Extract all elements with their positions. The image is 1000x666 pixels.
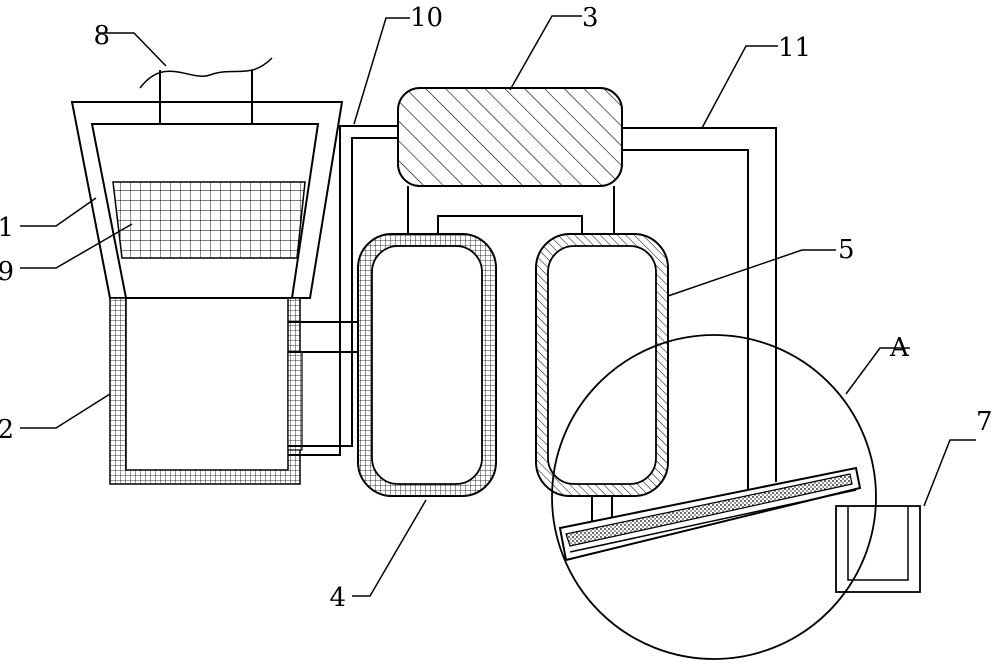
label-7: 7 <box>976 407 993 437</box>
pipe-10 <box>288 125 398 456</box>
tank-5-outlet <box>591 496 613 524</box>
label-5: 5 <box>838 235 855 265</box>
label-1: 1 <box>0 213 14 243</box>
collection-container <box>835 505 921 593</box>
label-2: 2 <box>0 415 14 445</box>
pipe-11 <box>622 127 777 492</box>
label-8: 8 <box>93 21 110 51</box>
leader-lines <box>20 15 976 597</box>
part-labels: 8 1 9 2 4 10 3 11 5 A 7 <box>0 3 993 613</box>
label-a: A <box>889 333 910 363</box>
inclined-tray <box>558 466 862 562</box>
processing-unit <box>397 87 623 187</box>
distribution-pipe <box>407 186 615 240</box>
label-11: 11 <box>778 33 811 63</box>
tank-5 <box>535 233 669 497</box>
label-10: 10 <box>410 3 443 33</box>
tank-4 <box>357 233 497 497</box>
filter-mesh <box>112 181 306 259</box>
label-4: 4 <box>329 583 346 613</box>
detail-circle-a <box>551 334 877 660</box>
label-9: 9 <box>0 257 14 287</box>
label-3: 3 <box>582 3 599 33</box>
feed-pipe <box>139 57 273 124</box>
collection-box <box>109 297 303 485</box>
